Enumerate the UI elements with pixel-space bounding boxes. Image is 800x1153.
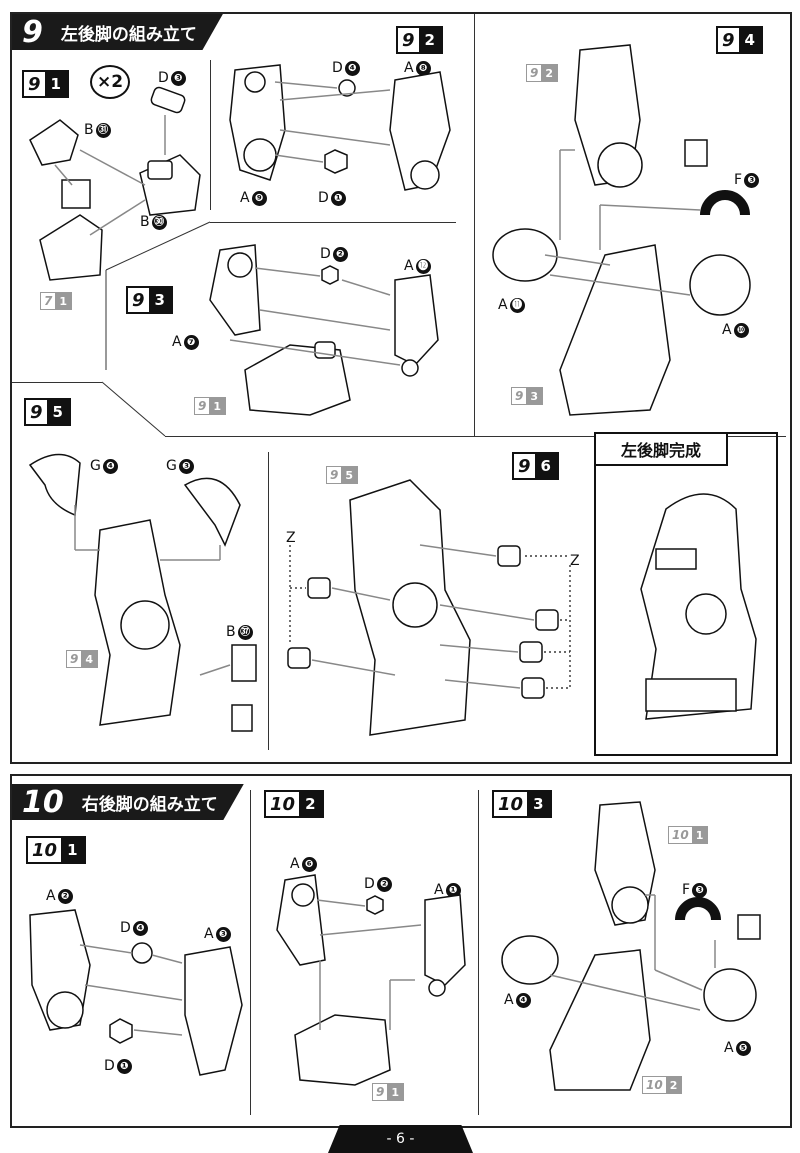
divider-v2 bbox=[474, 14, 475, 436]
multiplier-badge: ×2 bbox=[90, 65, 130, 99]
illustration-10-1 bbox=[29, 909, 243, 1076]
complete-illustration bbox=[640, 493, 757, 720]
illustration-9-1 bbox=[29, 86, 201, 281]
complete-title: 左後脚完成 bbox=[596, 434, 728, 466]
page-number: - 6 - bbox=[328, 1125, 473, 1153]
complete-panel: 左後脚完成 bbox=[594, 432, 778, 756]
illustration-9-3 bbox=[209, 244, 439, 416]
divider-h2a bbox=[12, 382, 102, 383]
illustration-9-6 bbox=[287, 479, 571, 736]
step10-title: 右後脚の組み立て bbox=[73, 784, 244, 820]
step9-number: 9 bbox=[12, 14, 53, 50]
step9-title: 左後脚の組み立て bbox=[52, 14, 223, 50]
divider-v3 bbox=[268, 452, 269, 750]
z-label-left: Z bbox=[286, 530, 296, 546]
divider-10a bbox=[250, 790, 251, 1115]
illustration-9-2 bbox=[229, 64, 451, 191]
divider-h1 bbox=[210, 222, 456, 223]
step10-number: 10 bbox=[12, 784, 74, 820]
step9-header: 9 左後脚の組み立て bbox=[12, 14, 223, 50]
illustration-9-4 bbox=[492, 44, 751, 416]
illustration-9-5 bbox=[28, 453, 257, 732]
z-label-right: Z bbox=[570, 553, 580, 569]
illustration-10-3 bbox=[501, 801, 761, 1091]
illustration-10-2 bbox=[276, 874, 466, 1086]
divider-v1 bbox=[210, 60, 211, 210]
divider-h2b bbox=[165, 436, 786, 437]
divider-10b bbox=[478, 790, 479, 1115]
substep-9-1: 9 1 bbox=[22, 70, 69, 98]
step10-header: 10 右後脚の組み立て bbox=[12, 784, 244, 820]
divider-diag bbox=[101, 221, 211, 437]
